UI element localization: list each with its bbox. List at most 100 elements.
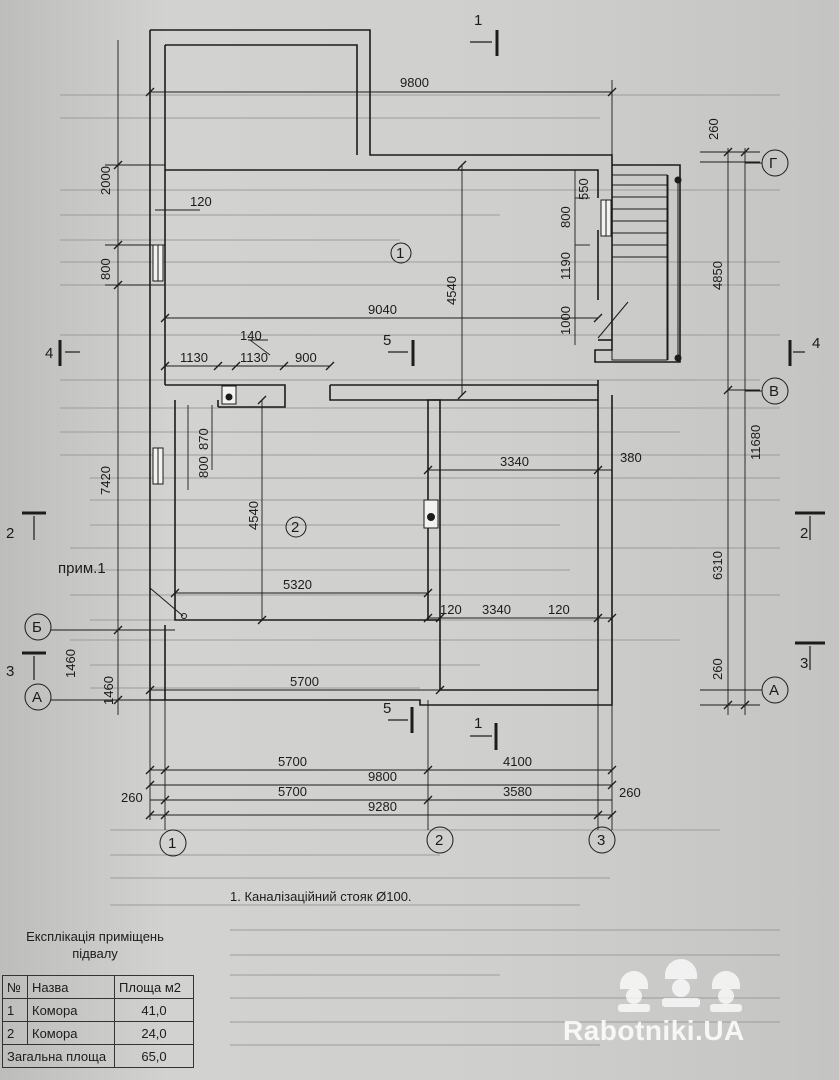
outer-wall-left-bottom <box>149 30 613 706</box>
dim-1460-b: 1460 <box>101 676 116 705</box>
dim-9040: 9040 <box>368 302 397 317</box>
axis-bubble-b <box>24 613 52 641</box>
watermark-text: Rabotniki.UA <box>563 1015 745 1046</box>
dim-4850: 4850 <box>710 261 725 290</box>
section-label-1-top: 1 <box>474 12 482 29</box>
dim-550: 550 <box>576 178 591 200</box>
axis-bubble-1 <box>159 829 187 857</box>
room2-room3-inner <box>174 399 599 691</box>
stair <box>597 174 682 362</box>
dim-5700-b: 5700 <box>278 754 307 769</box>
legend-title-line2: підвалу <box>72 946 118 961</box>
dim-1000: 1000 <box>558 306 573 335</box>
axis-bubble-a-left <box>24 683 52 711</box>
dim-1190: 1190 <box>558 252 573 280</box>
dim-9280: 9280 <box>368 799 397 814</box>
axis-label-1: 1 <box>168 835 176 852</box>
dim-5700-c: 5700 <box>278 784 307 799</box>
dim-3340-b: 3340 <box>482 602 511 617</box>
section-label-4-left: 4 <box>45 345 53 362</box>
table-total-row: Загальна площа 65,0 <box>2 1044 194 1068</box>
row-num: 2 <box>2 1021 28 1045</box>
risers <box>149 385 439 619</box>
windows <box>152 199 612 485</box>
section-label-3-left: 3 <box>6 663 14 680</box>
legend-title-line1: Експлікація приміщень <box>26 929 164 944</box>
legend-title: Експлікація приміщень підвалу <box>10 928 180 962</box>
stair-outline <box>611 174 668 361</box>
total-label: Загальна площа <box>2 1044 115 1068</box>
dim-2000: 2000 <box>98 166 113 195</box>
row-area: 24,0 <box>114 1021 194 1045</box>
dim-3580: 3580 <box>503 784 532 799</box>
dim-260-top: 260 <box>706 118 721 140</box>
section-label-5-top: 5 <box>383 332 391 349</box>
section-label-3-right: 3 <box>800 655 808 672</box>
dim-1130-b: 1130 <box>240 350 268 365</box>
dim-1130-a: 1130 <box>180 350 208 365</box>
header-name: Назва <box>27 975 115 999</box>
dimension-labels: 9800 260 2000 800 7420 1460 1460 120 454… <box>63 75 763 814</box>
dim-1460-a: 1460 <box>63 649 78 678</box>
axis-label-b: Б <box>32 619 42 636</box>
dim-260-bottom-left: 260 <box>121 790 143 805</box>
section-labels: 1 1 2 2 3 3 4 4 5 5 <box>6 12 820 732</box>
dimension-lines <box>55 40 760 830</box>
table-row: 1 Комора 41,0 <box>2 998 194 1022</box>
niche-inner <box>165 44 358 155</box>
axis-bubble-2 <box>426 826 454 854</box>
watermark-logo-icon <box>618 959 742 1012</box>
room-markers: 1 2 <box>285 242 412 538</box>
dim-4100: 4100 <box>503 754 532 769</box>
dim-800-room2: 800 <box>196 456 211 478</box>
dimension-ticks <box>113 87 750 820</box>
section-label-2-left: 2 <box>6 525 14 542</box>
section-label-5-bottom: 5 <box>383 700 391 717</box>
dim-6310: 6310 <box>710 551 725 580</box>
note-label: прим.1 <box>58 560 106 577</box>
dim-4540-room1: 4540 <box>444 276 459 305</box>
dim-5320: 5320 <box>283 577 312 592</box>
dim-800-stair: 800 <box>558 206 573 228</box>
room-number-2: 2 <box>291 519 299 536</box>
partition-b2 <box>329 380 599 401</box>
dim-9800-top: 9800 <box>400 75 429 90</box>
walls <box>149 29 681 706</box>
dim-260-right: 260 <box>710 658 725 680</box>
dim-140: 140 <box>240 328 262 343</box>
axis-labels: Г В Б А А 1 2 3 <box>32 155 779 852</box>
axis-label-a-left: А <box>32 689 42 706</box>
total-value: 65,0 <box>114 1044 194 1068</box>
dim-9800-bottom: 9800 <box>368 769 397 784</box>
dim-7420: 7420 <box>98 466 113 495</box>
section-label-4-right: 4 <box>812 335 820 352</box>
axis-bubble-3 <box>588 826 616 854</box>
axis-label-3: 3 <box>597 832 605 849</box>
section-marks <box>22 30 825 750</box>
dim-380: 380 <box>620 450 642 465</box>
row-num: 1 <box>2 998 28 1022</box>
door-swing <box>597 301 629 339</box>
section-label-1-bottom: 1 <box>474 715 482 732</box>
dim-120-a: 120 <box>440 602 462 617</box>
section-label-2-right: 2 <box>800 525 808 542</box>
dim-120-room1: 120 <box>190 194 212 209</box>
outer-wall-top <box>150 29 681 363</box>
partition-left-a <box>165 384 286 408</box>
dim-3340-a: 3340 <box>500 454 529 469</box>
row-name: Комора <box>27 1021 115 1045</box>
note-text: 1. Каналізаційний стояк Ø100. <box>230 889 412 904</box>
dim-260-bottom-right: 260 <box>619 785 641 800</box>
axis-label-2: 2 <box>435 832 443 849</box>
axis-label-g: Г <box>769 155 777 172</box>
table-row: 2 Комора 24,0 <box>2 1021 194 1045</box>
rooms-table: № Назва Площа м2 1 Комора 41,0 2 Комора … <box>2 975 194 1068</box>
room-explication: Експлікація приміщень підвалу <box>0 928 215 962</box>
axis-label-v: В <box>769 383 779 400</box>
dim-870: 870 <box>196 428 211 450</box>
room-number-1: 1 <box>396 245 404 262</box>
header-num: № <box>2 975 28 999</box>
dim-120-b: 120 <box>548 602 570 617</box>
row-name: Комора <box>27 998 115 1022</box>
dim-11680: 11680 <box>748 425 763 460</box>
